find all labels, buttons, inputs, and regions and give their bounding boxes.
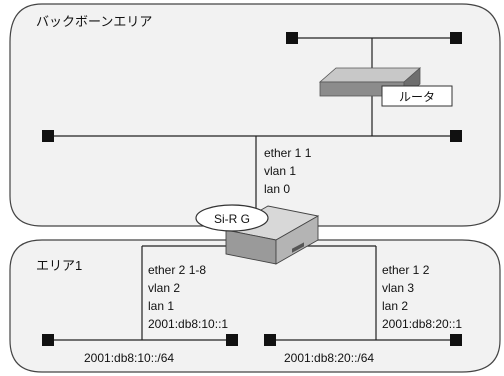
uplink-label-line-3: lan 0	[264, 182, 290, 196]
uplink-label-line-1: ether 1 1	[264, 146, 312, 160]
backbone-area	[9, 3, 501, 227]
node-mid-left	[42, 130, 54, 142]
node-top-left	[286, 32, 298, 44]
uplink-label-line-2: vlan 1	[264, 164, 296, 178]
node-right-segment-left	[264, 334, 276, 346]
area1	[9, 239, 501, 373]
router-label-box	[381, 85, 453, 107]
left-network-prefix: 2001:db8:10::/64	[84, 351, 174, 365]
right-link-label-line-4: 2001:db8:20::1	[382, 317, 462, 331]
right-network-prefix: 2001:db8:20::/64	[284, 351, 374, 365]
left-link-label-line-1: ether 2 1-8	[148, 263, 206, 277]
right-link-label-line-1: ether 1 2	[382, 263, 430, 277]
node-left-segment-left	[42, 334, 54, 346]
si-r-label: Si-R G	[214, 212, 250, 226]
right-link-label-line-2: vlan 3	[382, 281, 414, 295]
left-link-label-line-2: vlan 2	[148, 281, 180, 295]
backbone-area-label: バックボーンエリア	[36, 14, 152, 29]
si-r-device	[224, 205, 320, 265]
node-top-right	[450, 32, 462, 44]
si-r-label-oval	[195, 204, 269, 232]
node-right-segment-right	[450, 334, 462, 346]
router-label: ルータ	[399, 90, 435, 104]
area1-label: エリア1	[36, 258, 82, 273]
left-link-label-line-4: 2001:db8:10::1	[148, 317, 228, 331]
node-mid-right	[450, 130, 462, 142]
node-left-segment-right	[226, 334, 238, 346]
right-link-label-line-3: lan 2	[382, 299, 408, 313]
left-link-label-line-3: lan 1	[148, 299, 174, 313]
